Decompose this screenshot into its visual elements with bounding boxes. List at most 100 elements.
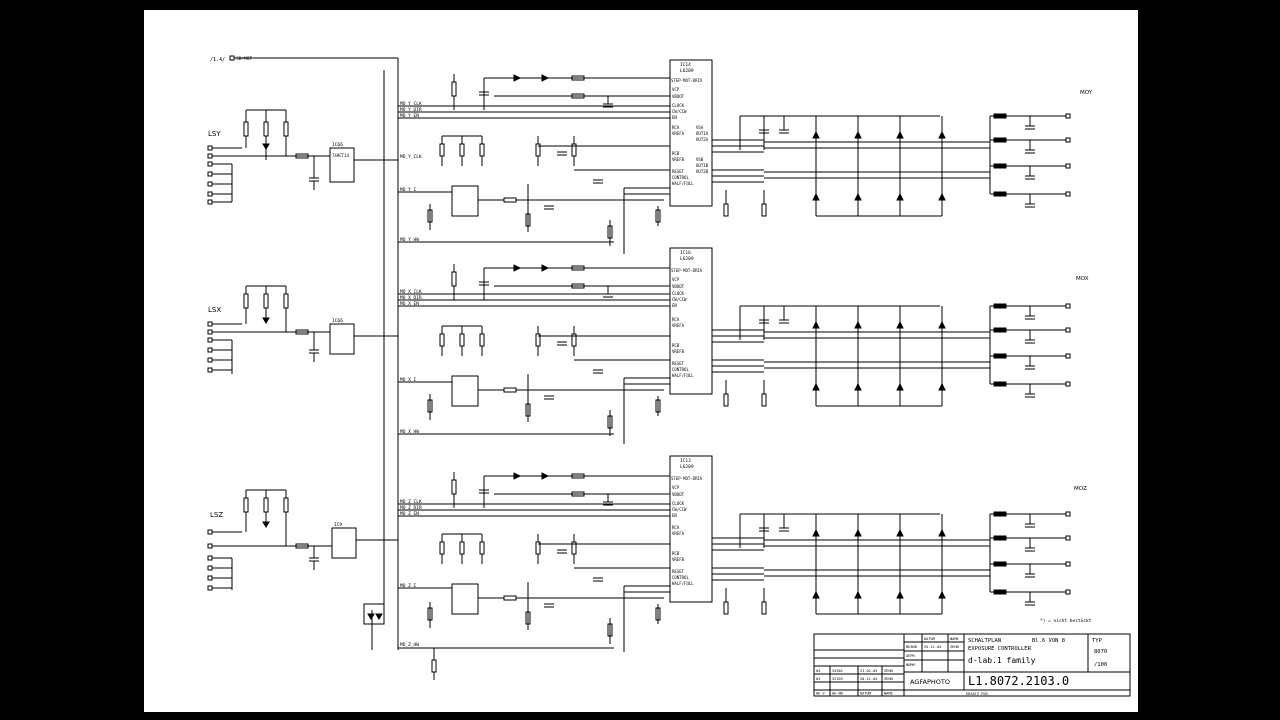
y-signal-nets: MO_Y_CLK MO_Y_DIR MO_Y_EN MO_Y_I MO_Y_HW… bbox=[398, 101, 670, 243]
resistor bbox=[525, 611, 531, 625]
sense-resistor bbox=[723, 203, 729, 217]
resistor bbox=[427, 209, 433, 223]
svg-text:RESET: RESET bbox=[672, 361, 685, 366]
resistor bbox=[571, 265, 585, 271]
driver-ic14: IC14 L6209 STEP-MOT-DRIV VCP VBOOT CLOCK… bbox=[669, 59, 713, 207]
diode bbox=[854, 528, 862, 537]
resistor bbox=[459, 143, 465, 157]
svg-text:MO_Z_HW: MO_Z_HW bbox=[400, 642, 419, 648]
svg-text:EN: EN bbox=[672, 115, 677, 120]
svg-text:CW/CCW: CW/CCW bbox=[672, 507, 687, 512]
svg-text:VREFB: VREFB bbox=[672, 349, 685, 354]
svg-text:VCP: VCP bbox=[672, 485, 680, 490]
svg-text:MO_X_EN: MO_X_EN bbox=[400, 301, 419, 307]
diode bbox=[938, 130, 946, 139]
diode bbox=[854, 590, 862, 599]
resistor bbox=[479, 541, 485, 555]
resistor bbox=[607, 623, 613, 637]
svg-text:MO_Z_I: MO_Z_I bbox=[400, 583, 417, 589]
resistor bbox=[439, 143, 445, 157]
svg-text:STEP-MOT-DRIV: STEP-MOT-DRIV bbox=[671, 476, 703, 481]
resistor bbox=[503, 197, 517, 203]
resistor bbox=[503, 595, 517, 601]
svg-text:MO_Y_CLK: MO_Y_CLK bbox=[400, 154, 422, 160]
svg-text:MO_X_CLK: MO_X_CLK bbox=[400, 289, 422, 295]
connector-pin bbox=[1065, 381, 1071, 387]
svg-text:RCA: RCA bbox=[672, 125, 680, 130]
sense-resistor bbox=[723, 601, 729, 615]
svg-text:HALF/FULL: HALF/FULL bbox=[672, 581, 694, 586]
mox-label: MOX bbox=[1076, 276, 1089, 282]
svg-text:CW/CCW: CW/CCW bbox=[672, 297, 687, 302]
connector-pin bbox=[1065, 163, 1071, 169]
section-y: LSY IC66 74HCT14 bbox=[207, 109, 398, 205]
title-block: 04 34362 21.02.05 ZEHN 03 32165 20.11.04… bbox=[813, 633, 1131, 697]
choke bbox=[993, 561, 1007, 567]
svg-text:L6209: L6209 bbox=[680, 68, 694, 74]
svg-text:VREFA: VREFA bbox=[672, 323, 685, 328]
diode bbox=[541, 74, 550, 82]
svg-text:VBOOT: VBOOT bbox=[672, 284, 685, 289]
moy-label: MOY bbox=[1080, 90, 1093, 96]
svg-text:IC14: IC14 bbox=[680, 62, 691, 68]
svg-text:MO_Y_EN: MO_Y_EN bbox=[400, 113, 419, 119]
svg-text:NAME: NAME bbox=[950, 637, 959, 641]
schmitt-trigger bbox=[451, 375, 479, 407]
resistor bbox=[479, 333, 485, 347]
svg-text:VCP: VCP bbox=[672, 277, 680, 282]
x-signal-nets: MO_X_CLK MO_X_DIR MO_X_EN MO_X_I MO_X_HW bbox=[398, 289, 670, 435]
resistor bbox=[479, 143, 485, 157]
svg-text:AE-NR: AE-NR bbox=[832, 692, 844, 696]
svg-text:EN: EN bbox=[672, 303, 677, 308]
connector-pin bbox=[1065, 191, 1071, 197]
resistor bbox=[451, 271, 457, 287]
resistor bbox=[655, 607, 661, 621]
svg-text:SD-MOT: SD-MOT bbox=[236, 56, 253, 62]
family-name: d-lab.1 family bbox=[968, 656, 1036, 665]
svg-text:VCP: VCP bbox=[672, 87, 680, 92]
diode bbox=[812, 590, 820, 599]
svg-text:BEARB: BEARB bbox=[906, 645, 917, 649]
diode bbox=[896, 382, 904, 391]
schematic-sheet: /1.4/ SD-MOT LSY bbox=[144, 10, 1138, 712]
svg-text:IC9: IC9 bbox=[334, 522, 342, 528]
connector-pin bbox=[1065, 353, 1071, 359]
sense-resistor bbox=[761, 203, 767, 217]
resistor bbox=[459, 541, 465, 555]
svg-text:VSB: VSB bbox=[696, 157, 704, 162]
resistor bbox=[607, 225, 613, 239]
choke bbox=[993, 511, 1007, 517]
diode bbox=[896, 192, 904, 201]
svg-text:IC13: IC13 bbox=[680, 458, 691, 464]
resistor bbox=[655, 399, 661, 413]
resistor bbox=[607, 415, 613, 429]
diode bbox=[541, 264, 550, 272]
diode bbox=[896, 528, 904, 537]
schmitt-trigger bbox=[451, 185, 479, 217]
svg-text:AE-Z: AE-Z bbox=[816, 692, 825, 696]
svg-text:74HCT14: 74HCT14 bbox=[332, 153, 349, 158]
svg-text:EN: EN bbox=[672, 513, 677, 518]
svg-text:IC66: IC66 bbox=[332, 142, 343, 148]
sense-resistor bbox=[761, 601, 767, 615]
svg-text:/1.4/: /1.4/ bbox=[210, 57, 225, 63]
svg-text:CW/CCW: CW/CCW bbox=[672, 109, 687, 114]
svg-text:HALF/FULL: HALF/FULL bbox=[672, 181, 694, 186]
footnote: *) = nicht bestückt bbox=[1040, 618, 1092, 624]
resistor bbox=[439, 541, 445, 555]
connector-pin bbox=[1065, 113, 1071, 119]
svg-text:MO_X_DIR: MO_X_DIR bbox=[400, 295, 422, 301]
svg-text:OUT1A: OUT1A bbox=[696, 131, 709, 136]
diode bbox=[854, 382, 862, 391]
svg-text:CLOCK: CLOCK bbox=[672, 501, 685, 506]
svg-text:CONTROL: CONTROL bbox=[672, 367, 689, 372]
svg-text:Bl.6 VON 8: Bl.6 VON 8 bbox=[1032, 638, 1065, 644]
svg-text:04: 04 bbox=[816, 669, 820, 673]
diode bbox=[812, 192, 820, 201]
diode bbox=[541, 472, 550, 480]
svg-text:MO_X_HW: MO_X_HW bbox=[400, 429, 419, 435]
diode bbox=[812, 130, 820, 139]
svg-text:RESET: RESET bbox=[672, 569, 685, 574]
connector-pin bbox=[1065, 137, 1071, 143]
svg-text:L6209: L6209 bbox=[680, 256, 694, 262]
